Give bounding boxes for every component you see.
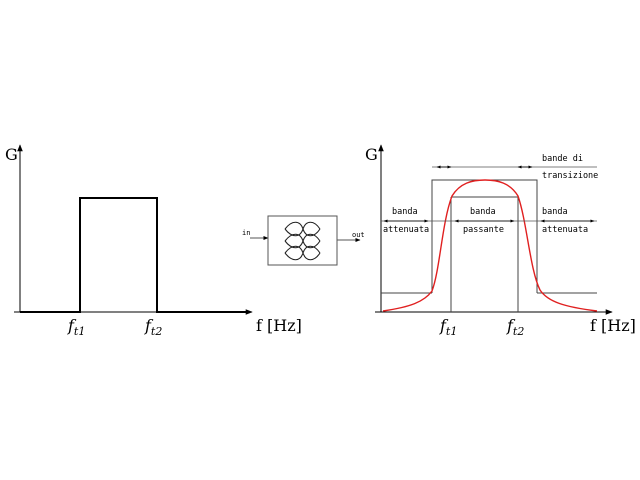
transition-label-line1: bande di — [542, 154, 583, 164]
left-tick-f2: ft2 — [144, 316, 162, 338]
passband-label-line1: banda — [470, 207, 496, 217]
real-response-plot: G f [Hz] bande di transizione banda atte… — [365, 144, 636, 338]
passband-label-line2: passante — [463, 225, 504, 235]
ideal-passband-curve — [20, 197, 250, 313]
right-tick-f1: ft1 — [439, 316, 457, 338]
right-stopband-label-line2: attenuata — [542, 225, 588, 235]
left-tick-f1: ft1 — [67, 316, 85, 338]
output-label: out — [352, 231, 365, 239]
real-response-curve — [382, 179, 598, 312]
left-x-axis-label: f [Hz] — [256, 316, 302, 335]
ideal-response-plot: G f [Hz] ft1 ft2 — [5, 144, 302, 338]
left-y-axis-label: G — [5, 145, 18, 164]
left-stopband-label-line2: attenuata — [383, 225, 429, 235]
right-x-axis-label: f [Hz] — [590, 316, 636, 335]
input-label: in — [242, 229, 250, 237]
band-pass-filter-icon — [284, 221, 321, 261]
left-stopband-label-line1: banda — [392, 207, 418, 217]
right-stopband-label-line1: banda — [542, 207, 568, 217]
right-tick-f2: ft2 — [506, 316, 524, 338]
filter-block: in out — [242, 215, 365, 266]
right-y-axis-label: G — [365, 145, 378, 164]
transition-label-line2: transizione — [542, 171, 598, 181]
